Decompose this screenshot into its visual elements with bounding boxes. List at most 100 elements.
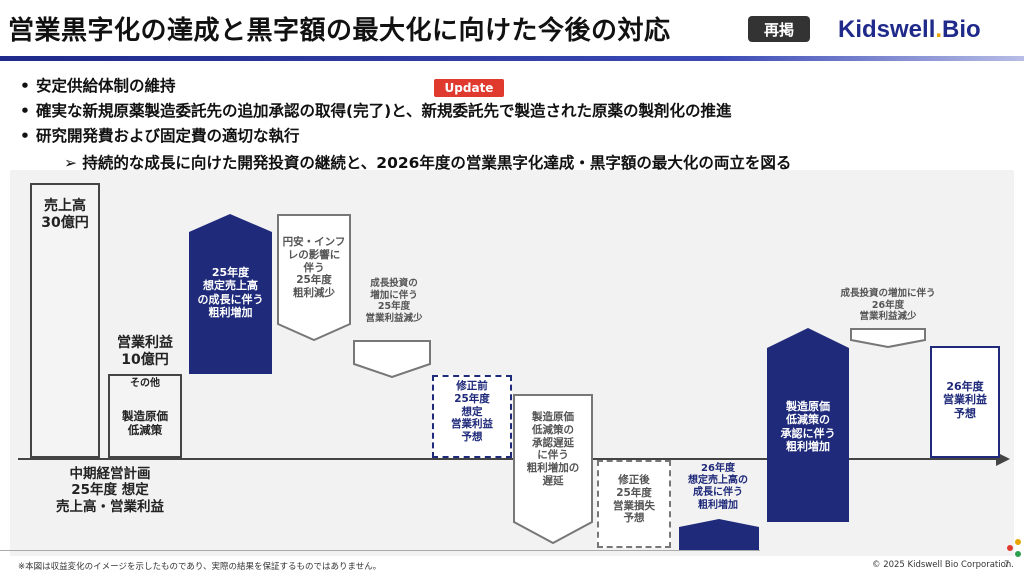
invest25-step: [353, 340, 431, 378]
cost-approval-line: 低減策の: [786, 413, 830, 427]
approval-delay-line: 製造原価: [532, 411, 574, 423]
invest26-line: 成長投資の増加に伴う: [840, 288, 936, 299]
bullet-text: 安定供給体制の維持: [36, 77, 176, 95]
repost-badge: 再掲: [748, 16, 810, 42]
cost-approval-line: 承認に伴う: [780, 426, 836, 440]
bullet-3: • 研究開発費および固定費の適切な執行: [20, 124, 300, 146]
growth26-line: 想定売上高の: [688, 475, 748, 487]
invest25-line: 成長投資の: [370, 278, 418, 289]
cost-reduction-line: 製造原価: [122, 409, 168, 423]
growth25-line: 粗利増加: [208, 306, 253, 320]
logo-main: Kidswell: [838, 16, 936, 43]
cost-reduction-segment: [108, 392, 182, 458]
invest25-line: 25年度: [377, 301, 411, 313]
invest25-line: 営業利益減少: [365, 312, 423, 324]
mid-term-plan-line: 25年度 想定: [71, 482, 149, 499]
fy26-op-profit-line: 26年度: [946, 380, 984, 393]
company-logo: Kidswell.Bio: [838, 16, 981, 44]
decorative-dots-icon: [1007, 539, 1021, 557]
other-segment: その他: [108, 374, 182, 394]
approval-delay-shape: [513, 394, 593, 544]
logo-dot: .: [935, 16, 943, 43]
yen-inflation-line: 伴う: [303, 261, 325, 274]
approval-delay-line: 遅延: [542, 474, 564, 487]
footnote: ※本図は収益変化のイメージを示したものであり、実際の結果を保証するものではありま…: [18, 562, 382, 572]
growth25-line: 25年度: [211, 266, 250, 279]
fy26-op-profit-line: 営業利益: [943, 393, 987, 407]
invest25-line: 増加に伴う: [370, 289, 418, 301]
fy26-op-profit-line: 予想: [954, 406, 976, 420]
before-revision-line: 予想: [461, 431, 483, 444]
cost-approval-label: 製造原価低減策の承認に伴う粗利増加: [767, 400, 849, 454]
before-revision-line: 営業利益: [451, 418, 493, 431]
invest25-shape: [353, 340, 431, 378]
yen-inflation-shape: [277, 214, 351, 341]
cost-reduction-line: 低減策: [127, 423, 163, 438]
bullet-text: 研究開発費および固定費の適切な執行: [36, 127, 300, 145]
yen-inflation-line: 粗利減少: [293, 287, 335, 300]
footer-rule: [0, 550, 760, 551]
growth26-label: 26年度想定売上高の成長に伴う粗利増加: [676, 463, 760, 512]
yen-inflation-line: 25年度: [296, 274, 332, 287]
sub-bullet-text: 持続的な成長に向けた開発投資の継続と、2026年度の営業黒字化達成・黒字額の最大…: [82, 154, 792, 172]
growth26-line: 成長に伴う: [693, 487, 743, 499]
growth26-line: 粗利増加: [698, 499, 738, 511]
after-revision-bar: [597, 460, 671, 548]
before-revision-line: 25年度: [454, 392, 490, 405]
update-badge: Update: [434, 79, 504, 97]
before-revision-line: 想定: [461, 405, 483, 418]
after-revision-line: 25年度: [616, 486, 652, 499]
invest26-step: [850, 328, 926, 348]
approval-delay-line: 承認遅延: [532, 436, 574, 449]
yen-inflation-line: レの影響に: [287, 248, 341, 261]
growth25-label: 25年度想定売上高の成長に伴う粗利増加: [189, 266, 272, 320]
growth25-line: の成長に伴う: [197, 292, 264, 306]
approval-delay-step: [513, 394, 593, 544]
yen-inflation-line: 円安・インフ: [282, 236, 346, 248]
before-revision-bar: [432, 375, 512, 458]
approval-delay-line: 低減策の: [532, 423, 574, 436]
fy26-op-profit-bar: [930, 346, 1000, 458]
page-number: 7: [1004, 560, 1010, 570]
cost-approval-shape: [767, 328, 849, 522]
after-revision-line: 修正後: [618, 474, 650, 486]
before-revision-line: 修正前: [456, 380, 488, 392]
bullet-mark: •: [20, 102, 30, 120]
cost-reduction-label: 製造原価低減策: [108, 409, 182, 437]
growth25-step: [189, 214, 272, 374]
header-rule: [0, 56, 1024, 61]
cost-approval-line: 粗利増加: [786, 440, 830, 454]
bullet-2: • 確実な新規原薬製造委託先の追加承認の取得(完了)と、新規委託先で製造された原薬…: [20, 99, 732, 121]
page-title: 営業黒字化の達成と黒字額の最大化に向けた今後の対応: [8, 16, 671, 46]
approval-delay-line: 粗利増加の: [526, 462, 580, 475]
bullet-mark: •: [20, 77, 30, 95]
approval-delay-label: 製造原価低減策の承認遅延に伴う粗利増加の遅延: [513, 411, 593, 488]
growth26-shape: [679, 519, 759, 550]
logo-tail: Bio: [942, 16, 981, 43]
mid-term-plan-line: 売上高・営業利益: [56, 498, 164, 515]
copyright: © 2025 Kidswell Bio Corporation.: [872, 560, 1014, 570]
op-profit-label-line: 営業利益: [117, 335, 173, 351]
bullet-text: 確実な新規原薬製造委託先の追加承認の取得(完了)と、新規委託先で製造された原薬の…: [36, 102, 732, 120]
after-revision-line: 営業損失: [613, 499, 655, 512]
op-profit-value: 10億円: [121, 352, 169, 369]
yen-inflation-step: [277, 214, 351, 341]
sales-label-line: 売上高: [44, 198, 86, 214]
growth25-line: 想定売上高: [203, 279, 258, 293]
invest26-line: 26年度: [871, 299, 905, 311]
mid-term-plan-line: 中期経営計画: [69, 466, 151, 482]
after-revision-line: 予想: [623, 512, 645, 525]
fy26-op-profit-label: 26年度営業利益予想: [930, 380, 1000, 420]
invest26-line: 営業利益減少: [859, 311, 917, 323]
sales-value: 30億円: [41, 215, 89, 232]
bullet-mark: •: [20, 127, 30, 145]
sales-bar: [30, 183, 100, 458]
cost-approval-step: [767, 328, 849, 522]
